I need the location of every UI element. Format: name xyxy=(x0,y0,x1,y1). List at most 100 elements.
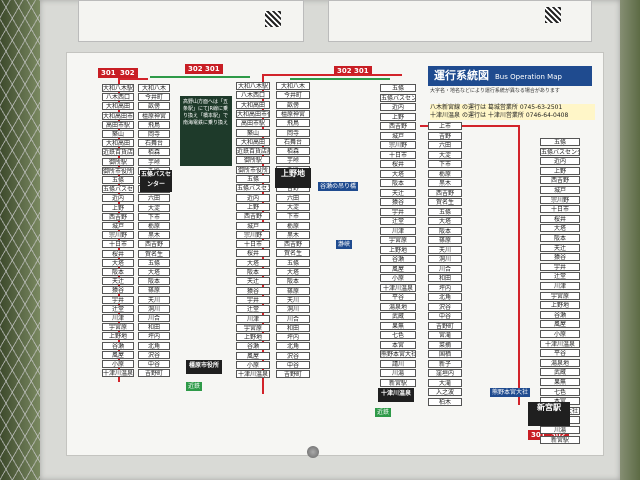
map-title: 運行系統図 Bus Operation Map xyxy=(428,66,592,86)
route-tag: 瀞峡 xyxy=(336,240,353,249)
bus-stop: 天川 xyxy=(138,295,170,304)
bus-stop: 宇井 xyxy=(102,295,134,304)
bus-stop: 小原 xyxy=(236,361,270,369)
bus-stop: 小原 xyxy=(540,330,580,338)
bus-stop: 宗川野 xyxy=(540,195,580,204)
bus-stop: 大和高田 xyxy=(236,137,270,146)
bus-stop: 十津川温泉 xyxy=(540,339,580,348)
bus-stop: 石舞台 xyxy=(138,139,170,148)
bus-stop: 天辻 xyxy=(540,243,580,252)
bus-stop: 近内 xyxy=(540,157,580,166)
bus-stop: 小原 xyxy=(380,274,416,282)
bus-stop: 大塔 xyxy=(236,258,270,267)
bus-stop: 平谷 xyxy=(380,293,416,301)
route-badge-302: 302 xyxy=(548,430,569,440)
legend-text: 大字名・地名などにより運行系統が異なる場合があります xyxy=(430,88,560,94)
bus-stop: 本宮 xyxy=(380,340,416,349)
bus-stop: 飛鳥 xyxy=(138,120,170,129)
bus-stop: 新宮駅 xyxy=(380,378,416,387)
hub-totsukawa-onsen: 十津川温泉 xyxy=(378,388,414,402)
route-badge-302: 302 xyxy=(185,64,206,74)
bus-stop: 中谷 xyxy=(138,360,170,368)
bus-stop: 五條 xyxy=(380,84,416,92)
bus-stop: 谷瀬 xyxy=(380,255,416,263)
bus-stop: 篠原 xyxy=(138,286,170,295)
bus-stop: 大淀 xyxy=(428,150,462,159)
bus-stop: 芋峠 xyxy=(276,156,310,165)
bus-stop: 大淀 xyxy=(138,203,170,212)
bus-stop: 阪本 xyxy=(428,226,462,235)
bus-stop: 賀名生 xyxy=(276,249,310,258)
map-subtitle: Bus Operation Map xyxy=(495,73,562,81)
bus-stop: 和田 xyxy=(276,323,310,332)
bus-stop: 西吉野 xyxy=(236,212,270,221)
bus-stop: 谷瀬 xyxy=(102,341,134,350)
bus-stop: 大和八木 xyxy=(276,82,310,90)
bus-stop: 大和高田市役所前 xyxy=(236,109,270,118)
bus-stop: 大和高田 xyxy=(102,102,134,111)
bus-stop: 果無 xyxy=(540,378,580,386)
bus-stop: 西吉野 xyxy=(102,212,134,221)
bus-stop: 川湯 xyxy=(380,369,416,377)
bus-stop: 阪本 xyxy=(138,277,170,286)
bus-stop: 飛鳥 xyxy=(276,119,310,128)
bus-stop: 猿谷 xyxy=(540,253,580,262)
bus-stop: 七色 xyxy=(380,331,416,339)
bus-stop: 築山 xyxy=(236,128,270,137)
bus-stop: 大塔 xyxy=(276,268,310,276)
bus-stop: 宮滝 xyxy=(428,331,462,339)
bus-stop: 五條 xyxy=(428,207,462,216)
bus-stop: 天川 xyxy=(428,245,462,254)
bus-stop: 天川 xyxy=(276,295,310,304)
bus-stop: 窪垣内 xyxy=(428,369,462,377)
bus-stop: 六田 xyxy=(138,194,170,203)
bus-stop: 沢谷 xyxy=(276,351,310,360)
bus-stop: 湯泉地 xyxy=(380,302,416,311)
bus-stop: 大和八木 xyxy=(138,84,170,92)
bus-stop: 西吉野 xyxy=(428,188,462,197)
bus-stop: 吉野町 xyxy=(138,369,170,378)
bus-stop: 沢谷 xyxy=(428,302,462,311)
bus-stop: 北角 xyxy=(428,293,462,301)
bus-stop: 十日市 xyxy=(236,240,270,249)
bus-stop: 桜井 xyxy=(236,249,270,258)
route-badge-301: 301 xyxy=(351,66,372,76)
route-line-red xyxy=(420,125,520,405)
bus-stop: 宗川野 xyxy=(236,230,270,239)
bus-stop: 六田 xyxy=(428,141,462,149)
bus-stop: 十日市 xyxy=(540,205,580,214)
bus-stop: 宇井 xyxy=(540,262,580,271)
bus-stop: 和田 xyxy=(428,274,462,282)
bus-stop: 大和高田 xyxy=(102,139,134,148)
qr-code-icon xyxy=(545,7,561,23)
bus-stop: 谷瀬 xyxy=(540,310,580,319)
route-tag-green: 近鉄 xyxy=(375,408,392,417)
bus-stop: 十日市 xyxy=(102,240,134,249)
bus-stop: 大和八木駅 xyxy=(236,82,270,90)
bus-stop: 新子 xyxy=(428,359,462,368)
bus-stop: 新宮駅 xyxy=(540,435,580,444)
route-badge-302: 302 xyxy=(334,66,355,76)
bus-stop: 北角 xyxy=(276,342,310,351)
bus-stop: 平谷 xyxy=(540,349,580,358)
bus-stop: 橿原神宮 xyxy=(276,109,310,118)
bus-stop: 辻堂 xyxy=(380,217,416,225)
bus-stop: 宇井 xyxy=(236,295,270,304)
bus-stop: 近内 xyxy=(380,103,416,111)
bus-stop: 岡寺 xyxy=(138,130,170,138)
bus-stop: 請川 xyxy=(380,359,416,368)
bus-stop: 武蔵 xyxy=(540,368,580,377)
map-title-text: 運行系統図 xyxy=(434,69,489,82)
bus-stop: 沢谷 xyxy=(138,350,170,359)
office-row-1: 八木新宮線 の運行は 葛城営業所 0745-63-2501 xyxy=(430,104,595,112)
transfer-note: 高野山方面へは「五条駅」にてJR線に乗り換え「橋本駅」で南海電鉄に乗り換え xyxy=(180,96,232,166)
bus-stop: 西吉野 xyxy=(380,122,416,130)
bus-stop: 天辻 xyxy=(236,277,270,286)
bus-stop: 入之波 xyxy=(428,388,462,396)
bus-stop: 川合 xyxy=(138,314,170,322)
bus-stop: 洞川 xyxy=(276,305,310,314)
bus-stop: 石舞台 xyxy=(276,137,310,146)
bus-stop: 橿原神宮 xyxy=(138,111,170,120)
bus-stop: 阪本 xyxy=(102,268,134,276)
bus-stop: 洞川 xyxy=(428,255,462,263)
